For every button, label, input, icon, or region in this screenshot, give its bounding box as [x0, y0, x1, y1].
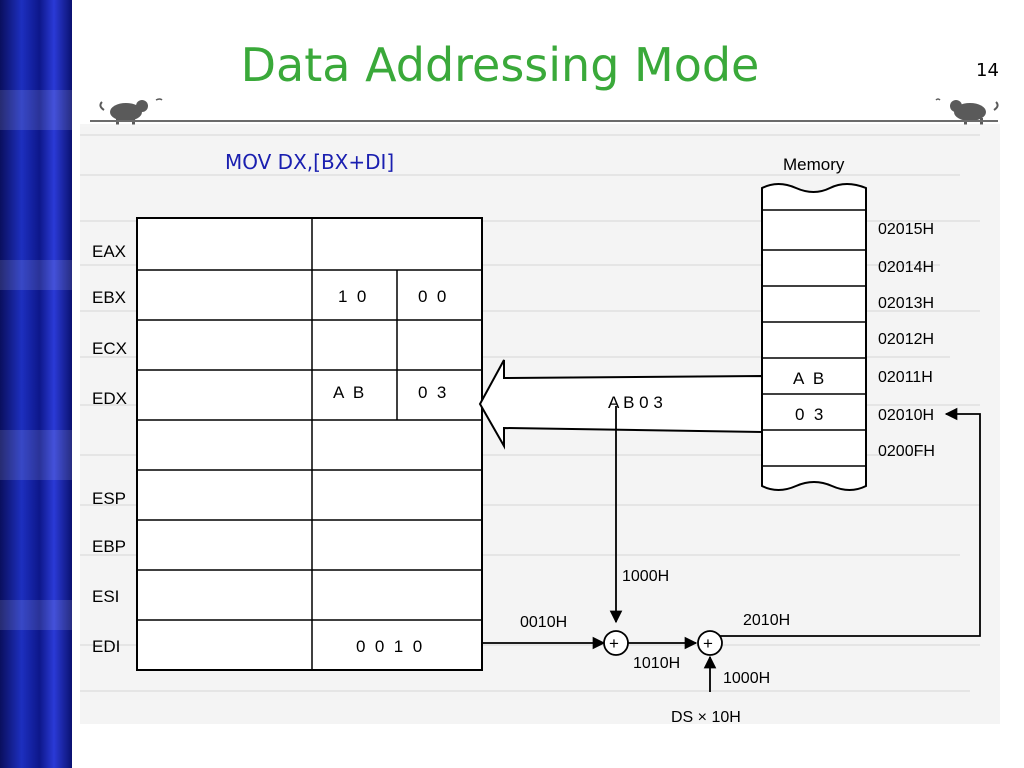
register-label-edi: EDI [92, 637, 120, 656]
ebx-high-byte: 1 0 [338, 287, 366, 306]
segment-expression-label: DS × 10H [671, 709, 741, 726]
memory-block [761, 183, 867, 491]
edx-high-byte: A B [333, 383, 364, 402]
register-label-ebp: EBP [92, 537, 126, 556]
adder-segment-icon [697, 630, 723, 656]
register-label-eax: EAX [92, 242, 126, 261]
memory-address-02014H: 02014H [878, 259, 934, 276]
register-file [136, 217, 483, 671]
register-label-ecx: ECX [92, 339, 127, 358]
offset-sum-label: 1010H [633, 655, 680, 672]
register-label-esi: ESI [92, 587, 119, 606]
memory-address-02015H: 02015H [878, 221, 934, 238]
memory-address-02012H: 02012H [878, 331, 934, 348]
instruction-label: MOV DX,[BX+DI] [225, 150, 395, 174]
edi-value: 0 0 1 0 [356, 637, 422, 656]
memory-title: Memory [783, 155, 845, 174]
register-label-esp: ESP [92, 489, 126, 508]
memory-address-02010H: 02010H [878, 407, 934, 424]
memory-address-02011H: 02011H [878, 369, 933, 386]
title-rule [90, 120, 998, 122]
edx-low-byte: 0 3 [418, 383, 446, 402]
memory-cell-02011H: A B [793, 369, 824, 388]
data-transfer-arrow [478, 359, 763, 450]
adder-segment-symbol: + [703, 634, 713, 653]
memory-cell-02010H: 0 3 [795, 405, 823, 424]
memory-address-02013H: 02013H [878, 295, 934, 312]
linear-address-label: 2010H [743, 612, 790, 629]
slide-title: Data Addressing Mode [240, 38, 760, 92]
bx-value-label: 1000H [622, 568, 669, 585]
page-number: 14 [976, 60, 999, 81]
decorative-side-bar [0, 0, 72, 768]
register-label-ebx: EBX [92, 288, 126, 307]
segment-base-label: 1000H [723, 670, 770, 687]
adder-offset-icon [603, 630, 629, 656]
data-transfer-label: A B 0 3 [608, 393, 663, 412]
di-value-label: 0010H [520, 614, 567, 631]
memory-address-0200FH: 0200FH [878, 443, 935, 460]
ebx-low-byte: 0 0 [418, 287, 446, 306]
address-computation-paths [482, 406, 981, 692]
register-label-edx: EDX [92, 389, 127, 408]
adder-offset-symbol: + [609, 634, 619, 653]
